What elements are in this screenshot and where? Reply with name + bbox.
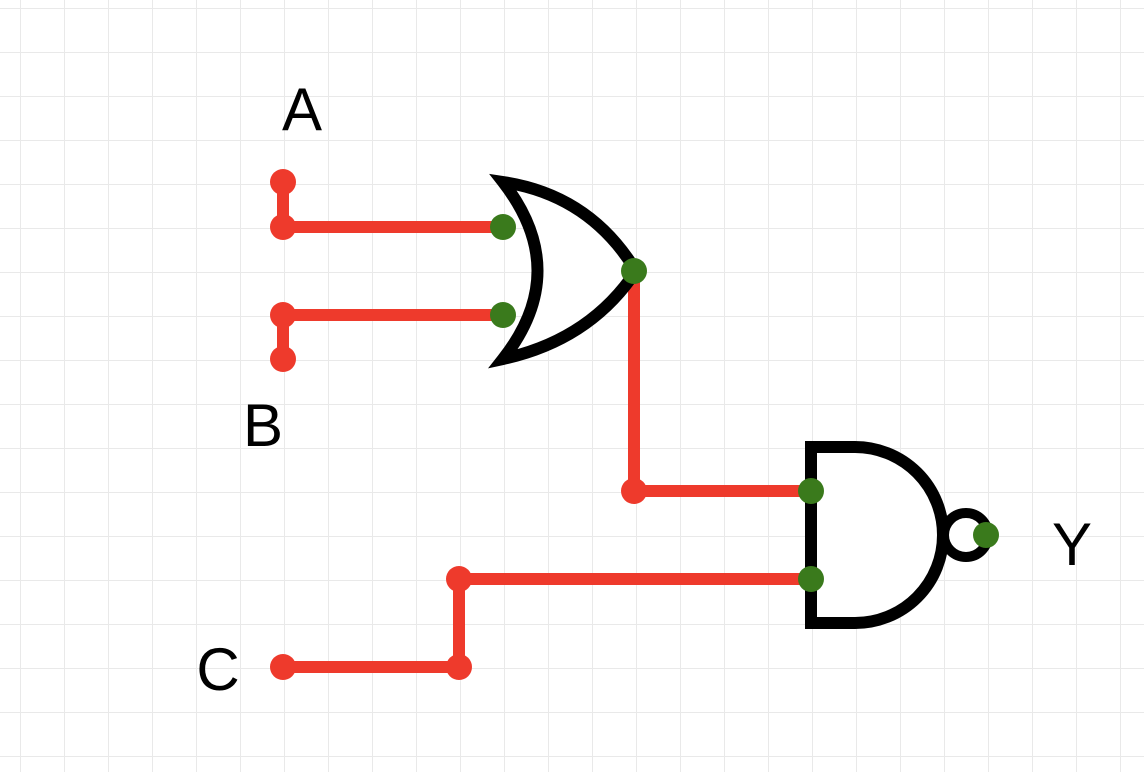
- nand-output-pin[interactable]: [973, 522, 999, 548]
- node-c-corner-high: [446, 566, 472, 592]
- or-input-pin-b[interactable]: [490, 302, 516, 328]
- gate-pins: [490, 214, 999, 592]
- nand-gate[interactable]: [805, 441, 949, 629]
- or-input-pin-a[interactable]: [490, 214, 516, 240]
- nand-input-pin-2[interactable]: [798, 566, 824, 592]
- wire-input-b[interactable]: [277, 309, 509, 365]
- node-b-terminal[interactable]: [270, 346, 296, 372]
- wire-input-a[interactable]: [277, 176, 509, 233]
- node-c-corner-low: [446, 654, 472, 680]
- or-gate[interactable]: [487, 173, 644, 369]
- node-a-corner: [270, 214, 296, 240]
- wire-input-c[interactable]: [277, 573, 817, 673]
- or-output-pin[interactable]: [621, 258, 647, 284]
- label-input-a: A: [282, 76, 322, 143]
- node-or-nand-corner: [621, 478, 647, 504]
- node-c-terminal[interactable]: [270, 654, 296, 680]
- wire-or-to-nand[interactable]: [628, 265, 817, 497]
- node-a-terminal[interactable]: [270, 169, 296, 195]
- node-b-corner: [270, 302, 296, 328]
- label-input-c: C: [196, 636, 239, 703]
- wire-nodes: [270, 169, 647, 680]
- nand-input-pin-1[interactable]: [798, 478, 824, 504]
- label-input-b: B: [243, 392, 283, 459]
- label-output-y: Y: [1052, 511, 1092, 578]
